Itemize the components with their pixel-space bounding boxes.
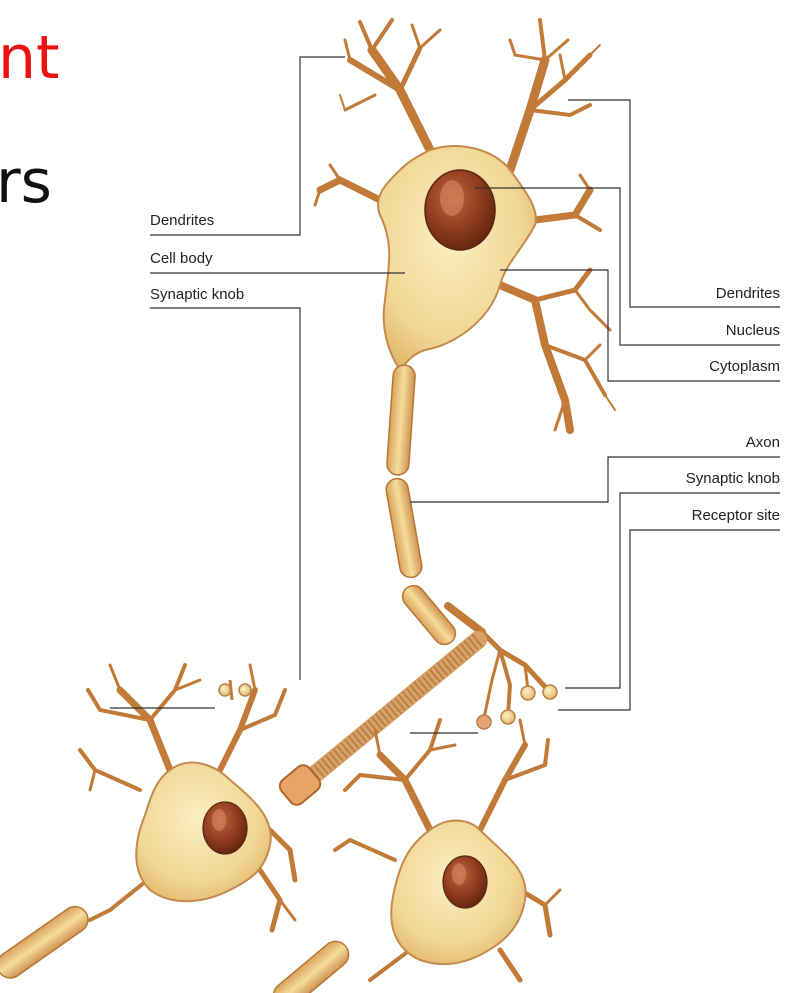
label-dendrites-right: Dendrites <box>716 285 780 302</box>
label-synaptic-knob-right: Synaptic knob <box>686 470 780 487</box>
label-nucleus: Nucleus <box>726 322 780 339</box>
lower-right-neuron <box>268 720 560 993</box>
lower-left-neuron <box>0 665 295 983</box>
zoomed-axon-detail <box>277 640 478 808</box>
label-cytoplasm: Cytoplasm <box>709 358 780 375</box>
label-receptor-site: Receptor site <box>692 507 780 524</box>
label-synaptic-knob-left: Synaptic knob <box>150 286 244 303</box>
label-axon: Axon <box>746 434 780 451</box>
label-dendrites-left: Dendrites <box>150 212 214 229</box>
label-cell-body: Cell body <box>150 250 213 267</box>
